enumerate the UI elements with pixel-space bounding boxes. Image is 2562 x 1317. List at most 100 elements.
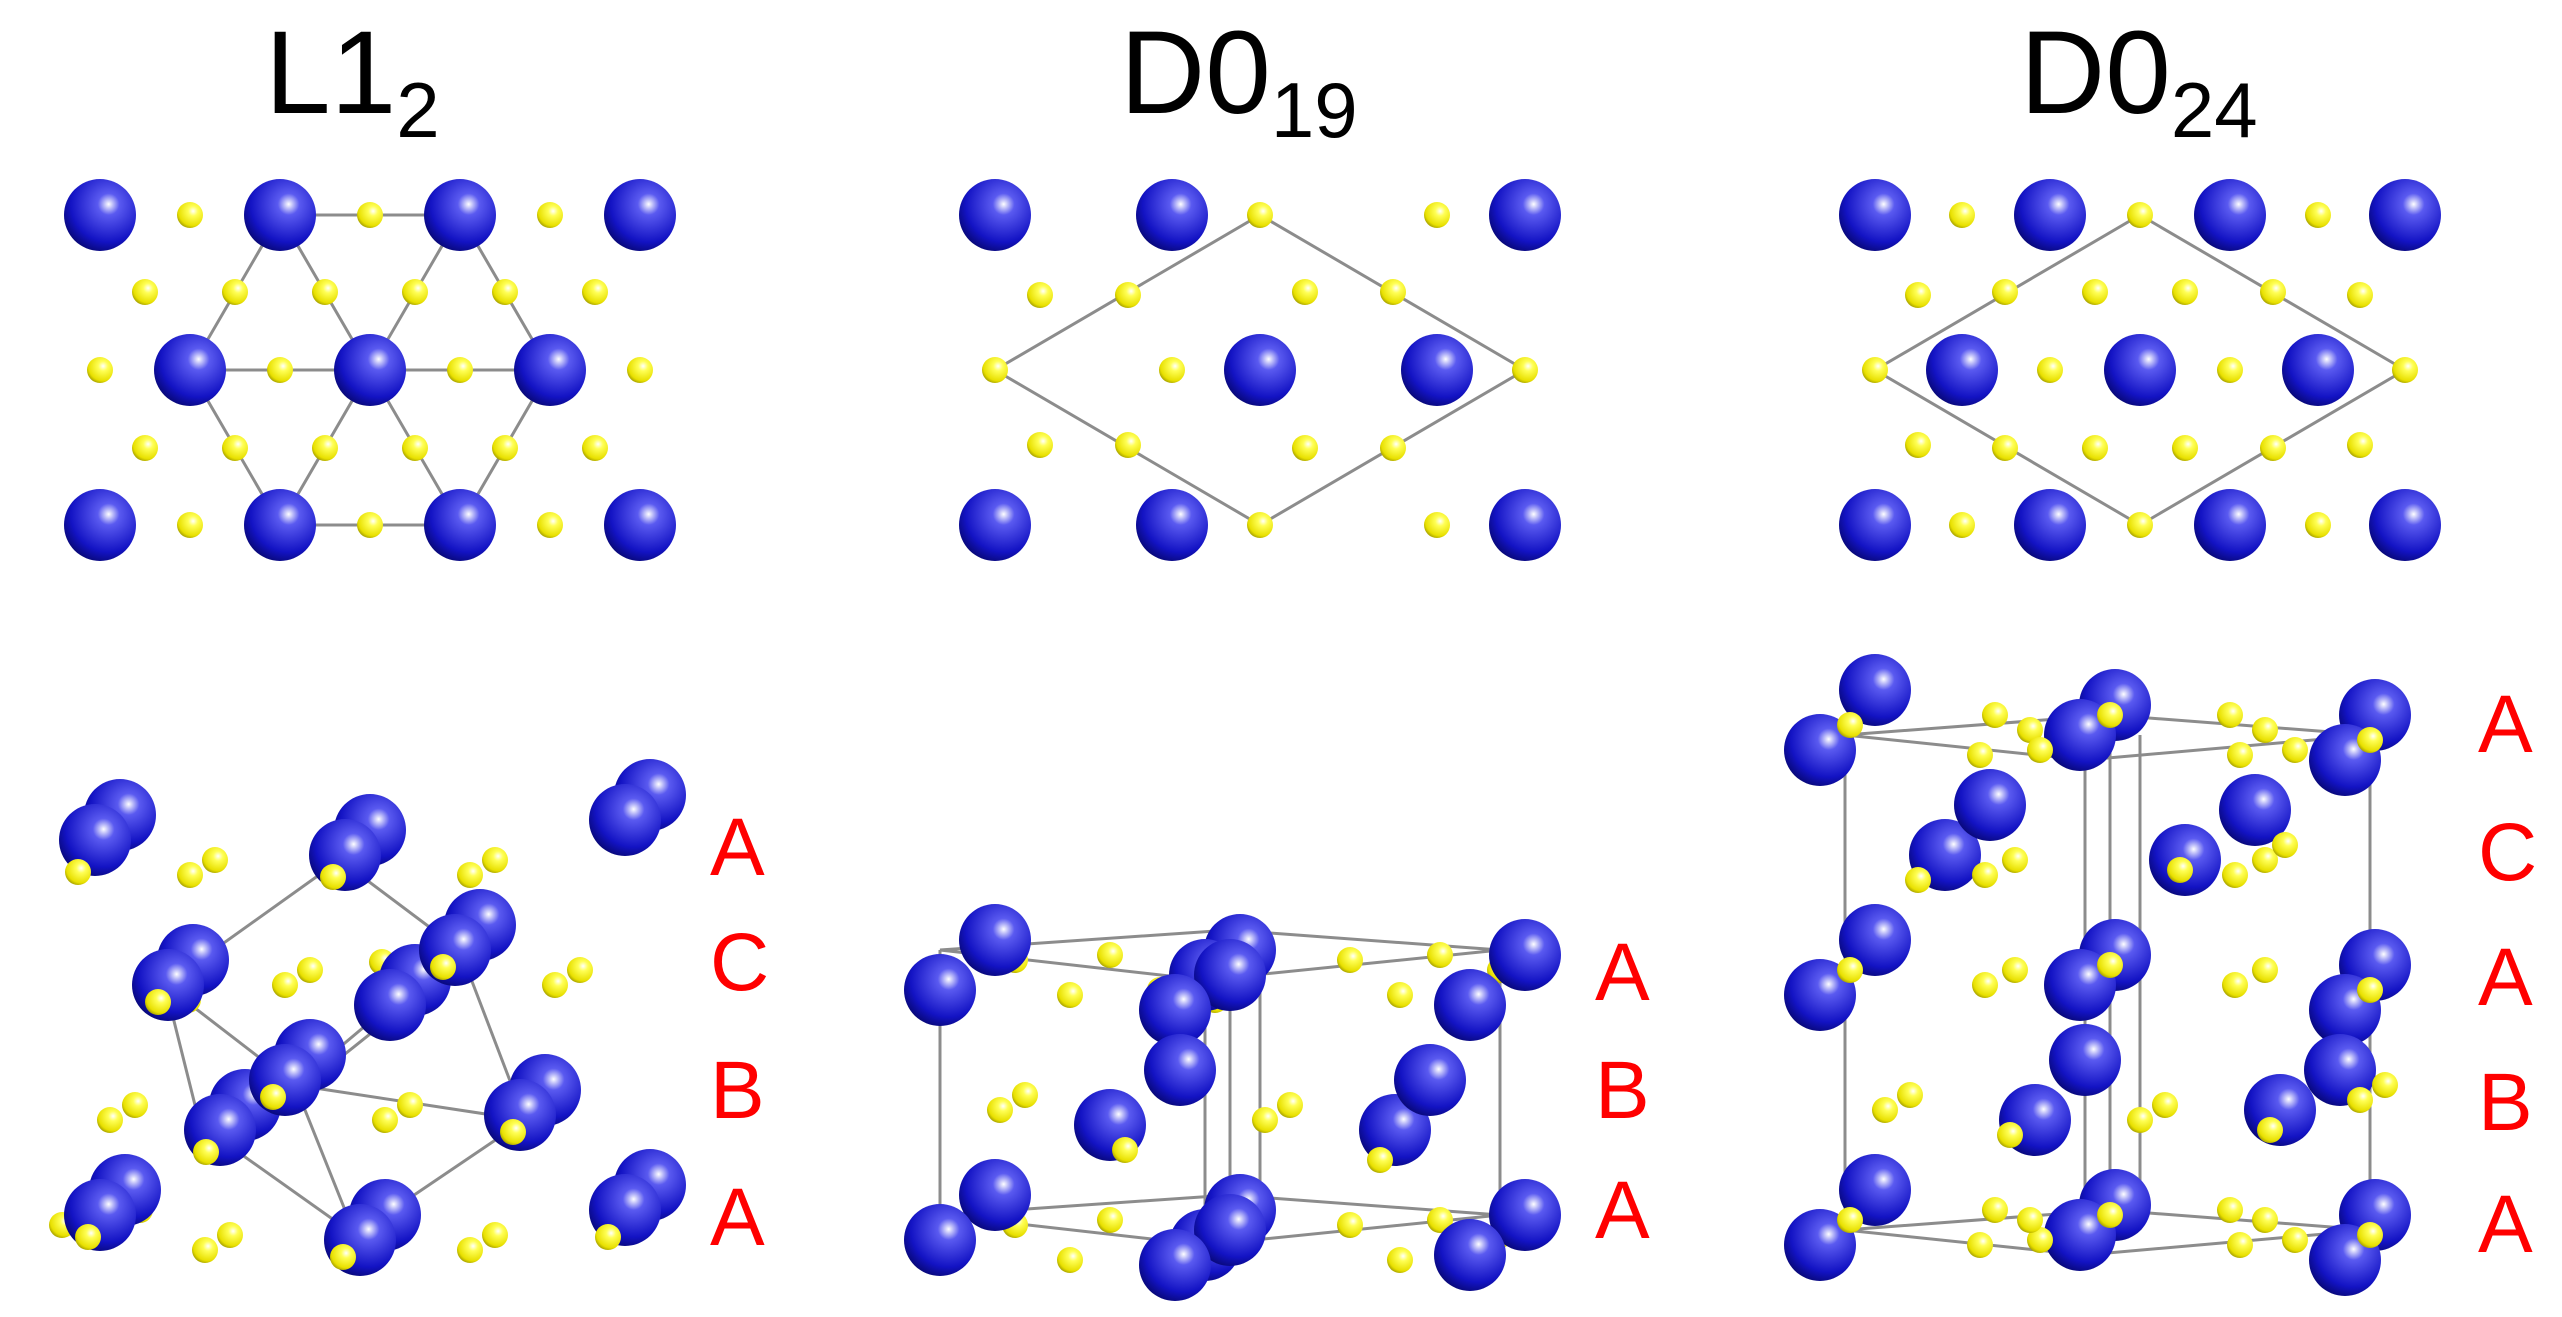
stacking-label: C: [710, 917, 769, 1008]
title-l12: L12: [265, 7, 440, 154]
small-atom: [192, 1237, 218, 1263]
small-atom: [500, 1119, 526, 1145]
small-atom: [2357, 1222, 2383, 1248]
small-atom: [1982, 1197, 2008, 1223]
stacking-label: B: [2478, 1057, 2533, 1148]
small-atom: [2127, 512, 2153, 538]
large-atom: [2219, 774, 2291, 846]
stacking-label: A: [2478, 932, 2533, 1023]
small-atom: [447, 357, 473, 383]
large-atom: [604, 489, 676, 561]
small-atom: [2152, 1092, 2178, 1118]
small-atom: [1097, 942, 1123, 968]
title-d019: D019: [1120, 7, 1358, 154]
small-atom: [1380, 279, 1406, 305]
large-atom: [959, 1159, 1031, 1231]
stacking-label: A: [2478, 679, 2533, 770]
d019-side-view: [904, 904, 1561, 1301]
large-atom: [1144, 1034, 1216, 1106]
large-atom: [1434, 969, 1506, 1041]
small-atom: [2305, 202, 2331, 228]
small-atom: [397, 1092, 423, 1118]
large-atom: [154, 334, 226, 406]
small-atom: [492, 435, 518, 461]
small-atom: [457, 1237, 483, 1263]
small-atom: [2217, 702, 2243, 728]
large-atom: [1194, 939, 1266, 1011]
large-atom: [1839, 489, 1911, 561]
small-atom: [2082, 435, 2108, 461]
large-atom: [1839, 654, 1911, 726]
large-atom: [904, 1204, 976, 1276]
small-atom: [482, 1222, 508, 1248]
large-atom: [1136, 489, 1208, 561]
small-atom: [2272, 832, 2298, 858]
large-atom: [1784, 959, 1856, 1031]
small-atom: [1837, 1207, 1863, 1233]
small-atom: [1897, 1082, 1923, 1108]
small-atom: [1872, 1097, 1898, 1123]
small-atom: [567, 957, 593, 983]
small-atom: [1057, 982, 1083, 1008]
small-atom: [2260, 435, 2286, 461]
large-atom: [2194, 179, 2266, 251]
small-atom: [260, 1084, 286, 1110]
small-atom: [537, 512, 563, 538]
large-atom: [1394, 1044, 1466, 1116]
small-atom: [1057, 1247, 1083, 1273]
small-atom: [65, 859, 91, 885]
large-atom: [334, 334, 406, 406]
small-atom: [145, 989, 171, 1015]
small-atom: [1949, 512, 1975, 538]
small-atom: [2017, 717, 2043, 743]
small-atom: [2217, 357, 2243, 383]
large-atom: [64, 179, 136, 251]
d019-top-view: [959, 179, 1561, 561]
small-atom: [2252, 847, 2278, 873]
small-atom: [1905, 867, 1931, 893]
small-atom: [1337, 1212, 1363, 1238]
small-atom: [457, 862, 483, 888]
small-atom: [1837, 957, 1863, 983]
small-atom: [1027, 282, 1053, 308]
small-atom: [330, 1244, 356, 1270]
small-atom: [1115, 282, 1141, 308]
large-atom: [2282, 334, 2354, 406]
small-atom: [1337, 947, 1363, 973]
small-atom: [402, 279, 428, 305]
small-atom: [2347, 282, 2373, 308]
small-atom: [177, 512, 203, 538]
small-atom: [1949, 202, 1975, 228]
small-atom: [2172, 435, 2198, 461]
small-atom: [1247, 202, 1273, 228]
small-atom: [482, 847, 508, 873]
small-atom: [2222, 862, 2248, 888]
small-atom: [1387, 1247, 1413, 1273]
small-atom: [1247, 512, 1273, 538]
large-atom: [2014, 179, 2086, 251]
large-atom: [1224, 334, 1296, 406]
large-atom: [2014, 489, 2086, 561]
large-atom: [604, 179, 676, 251]
small-atom: [582, 279, 608, 305]
small-atom: [1277, 1092, 1303, 1118]
small-atom: [312, 435, 338, 461]
small-atom: [2392, 357, 2418, 383]
small-atom: [1427, 1207, 1453, 1233]
small-atom: [2357, 977, 2383, 1003]
title-d024: D024: [2020, 7, 2258, 154]
small-atom: [132, 435, 158, 461]
small-atom: [1967, 742, 1993, 768]
small-atom: [372, 1107, 398, 1133]
small-atom: [1115, 432, 1141, 458]
small-atom: [492, 279, 518, 305]
small-atom: [1012, 1082, 1038, 1108]
small-atom: [2097, 702, 2123, 728]
small-atom: [2357, 727, 2383, 753]
small-atom: [2260, 279, 2286, 305]
small-atom: [2227, 1232, 2253, 1258]
small-atom: [2097, 1202, 2123, 1228]
large-atom: [1839, 1154, 1911, 1226]
large-atom: [1926, 334, 1998, 406]
large-atom: [1194, 1194, 1266, 1266]
